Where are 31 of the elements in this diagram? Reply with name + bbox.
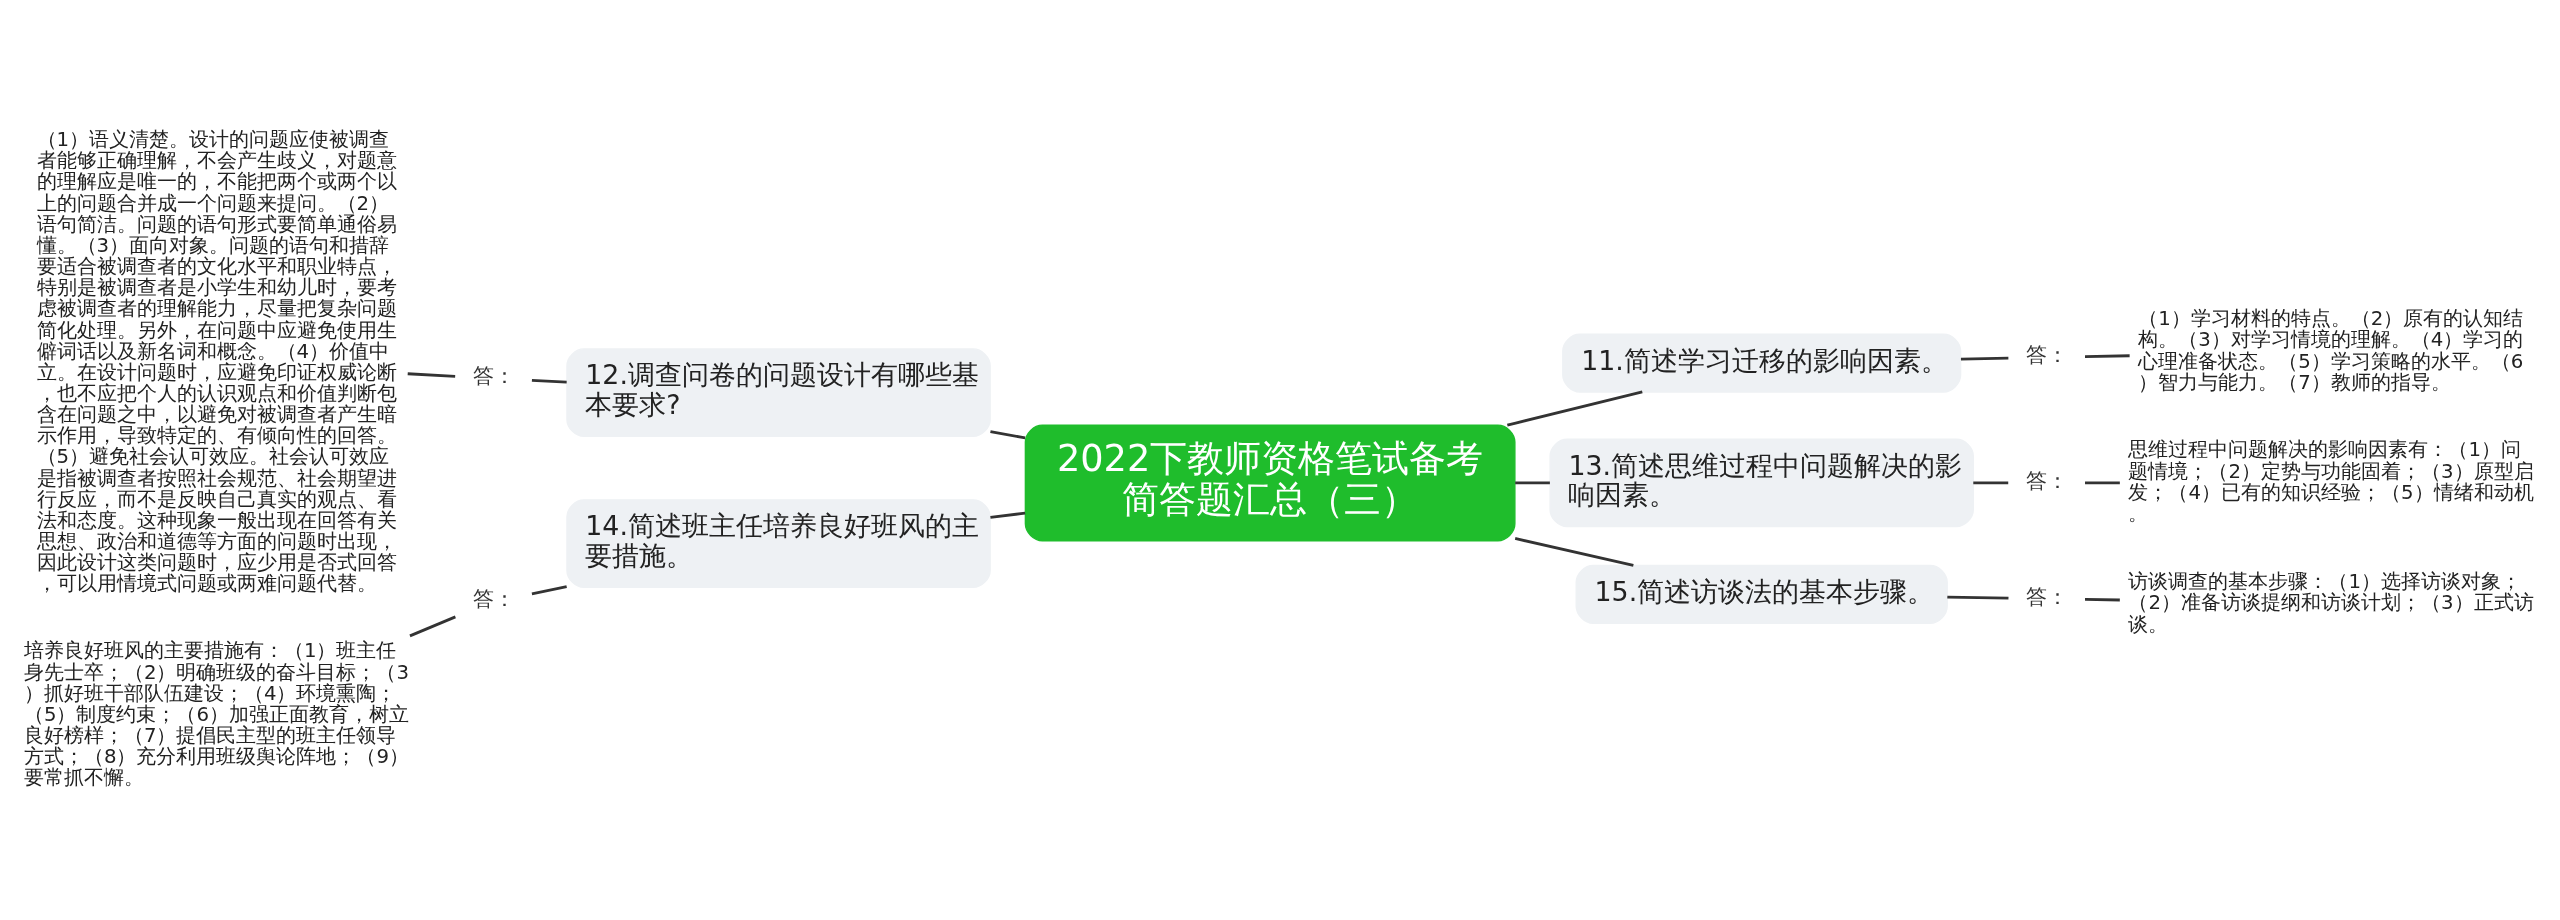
node-text: 培养良好班风的主要措施有：（1）班主任身先士卒；（2）明确班级的奋斗目标；（3）抓好班干部队伍建设；（4）环境熏陶；（5）制度约束；（6）加强正面教育，树立良好榜样；（7）提倡民主型的班主任领导方式；（8）充分利用班级舆论阵地；（9）要常抓不懈。 xyxy=(23,639,410,790)
connector xyxy=(990,511,1026,519)
connector xyxy=(407,372,456,378)
connector xyxy=(990,430,1026,440)
node-text: （1）学习材料的特点。（2）原有的认知结构。（3）对学习情境的理解。（4）学习的心理准备状态。（5）学习策略的水平。（6）智力与能力。（7）教师的指导。 xyxy=(2138,307,2524,394)
connector xyxy=(1973,481,2009,485)
connector xyxy=(531,379,567,384)
node-text: 答： xyxy=(472,586,515,612)
node-box: 11.简述学习迁移的影响因素。 xyxy=(1562,333,1962,393)
connector xyxy=(409,615,456,638)
node-text: 思维过程中问题解决的影响因素有：（1）问题情境；（2）定势与功能固着；（3）原型启发；（4）已有的知识经验；（5）情绪和动机。 xyxy=(2128,438,2534,525)
connector xyxy=(1515,481,1550,485)
node-text: （1）语义清楚。设计的问题应使被调查者能够正确理解，不会产生歧义，对题意的理解应是唯一的，不能把两个或两个以上的问题合并成一个问题来提问。（2）语句简洁。问题的语句形式要简单通俗易懂。（3）面向对象。问题的语句和措辞要适合被调查者的文化水平和职业特点，特别是被调查者是小学生和幼儿时，要考虑被调查者的理解能力，尽量把复杂问题简化处理。另外，在问题中应避免使用生僻词话以及新名词和概念。（4）价值中立。在设计问题时，应避免印证权威论断，也不应把个人的认识观点和价值判断包含在问题之中，以避免对被调查者产生暗示作用，导致特定的、有倾向性的回答。（5）避免社会认可效应。社会认可效应是指被调查者按照社会规范、社会期望进行反应，而不是反映自己真实的观点、看法和态度。这种现象一般出现在回答有关思想、政治和道德等方面的问题时出现，因此设计这类问题时，应少用是否式回答，可以用情境式问题或两难问题代替。 xyxy=(36,128,397,596)
node-box: 2022下教师资格笔试备考简答题汇总（三） xyxy=(1024,424,1516,542)
connector xyxy=(1514,537,1634,567)
connector xyxy=(1960,356,2009,361)
node-box: 12.调查问卷的问题设计有哪些基本要求? xyxy=(566,348,991,438)
node-text: 答： xyxy=(2025,467,2068,493)
connector xyxy=(2085,354,2130,359)
connector xyxy=(2085,597,2120,602)
connector xyxy=(1507,390,1643,427)
connector xyxy=(2085,481,2120,485)
node-box: 13.简述思维过程中问题解决的影响因素。 xyxy=(1549,438,1974,528)
node-text: 答： xyxy=(2025,583,2068,609)
node-box: 14.简述班主任培养良好班风的主要措施。 xyxy=(566,499,991,588)
node-box: 15.简述访谈法的基本步骤。 xyxy=(1575,564,1948,624)
connector xyxy=(1947,595,2009,600)
node-text: 访谈调查的基本步骤：（1）选择访谈对象；（2）准备访谈提纲和访谈计划；（3）正式访谈。 xyxy=(2128,570,2534,636)
connector xyxy=(531,585,567,596)
node-text: 答： xyxy=(472,363,515,389)
node-text: 答： xyxy=(2025,342,2068,368)
